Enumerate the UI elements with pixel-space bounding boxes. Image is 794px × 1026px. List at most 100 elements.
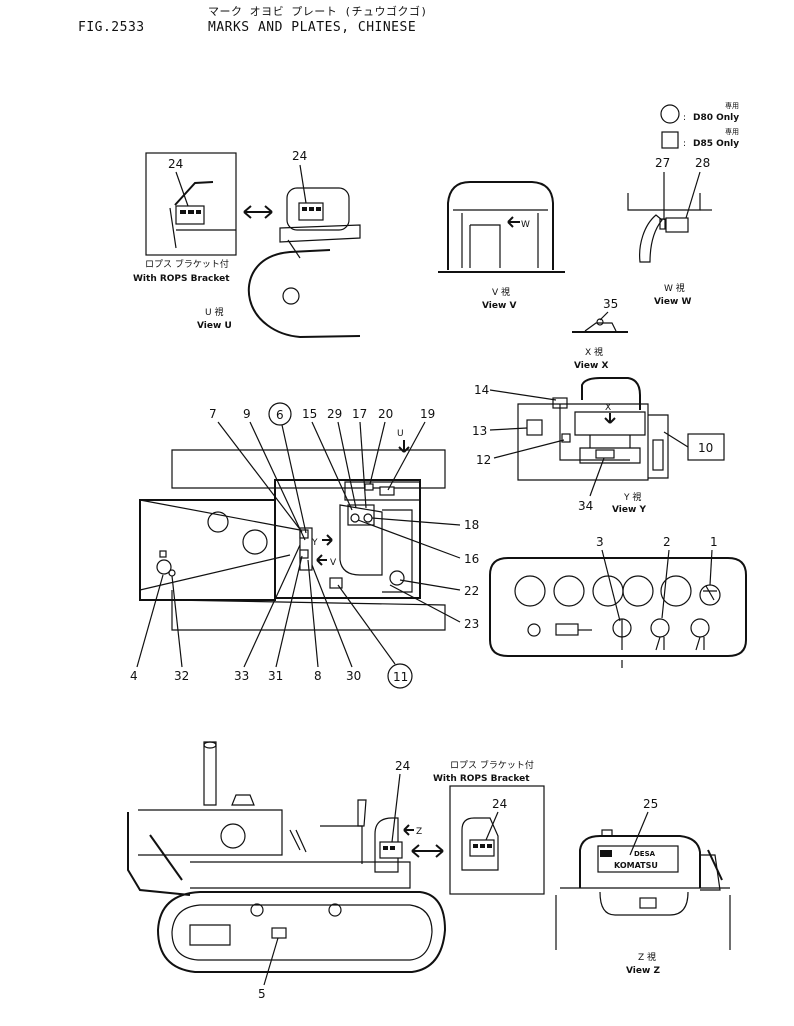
- callout-7: 7: [209, 407, 217, 421]
- callout-27: 27: [655, 156, 670, 170]
- view-z-jp: Z 視: [638, 951, 656, 963]
- figure-number: FIG.2533: [78, 20, 145, 35]
- rops-top-jp: ロプス ブラケット付: [145, 258, 229, 270]
- callout-24-inset: 24: [168, 157, 183, 171]
- callout-11: 11: [393, 670, 408, 684]
- legend-circle-label: D80 Only: [693, 113, 739, 123]
- callout-29: 29: [327, 407, 342, 421]
- callout-6-circle: [268, 402, 292, 426]
- double-arrow-bottom: [411, 844, 444, 858]
- callout-16: 16: [464, 552, 479, 566]
- legend: : D80 Only 専用 : D85 Only 専用: [660, 101, 739, 149]
- plate-28-view-w: [665, 217, 689, 233]
- arrow-v-label: V: [330, 558, 337, 568]
- plate-12-marker: [561, 433, 571, 443]
- callout-8: 8: [314, 669, 322, 683]
- rops-inset-bottom: ロプス ブラケット付 With ROPS Bracket 24: [433, 759, 545, 895]
- view-w-jp: W 視: [664, 282, 685, 294]
- callout-17: 17: [352, 407, 367, 421]
- legend-circle-separator: :: [683, 113, 686, 123]
- view-y: X 14 13 12 10 34 Y 視 View Y: [472, 377, 725, 515]
- callout-11-circle: [387, 663, 413, 689]
- view-x-jp: X 視: [585, 346, 603, 358]
- legend-square-separator: :: [683, 139, 686, 149]
- plate-25-desa: DESA: [634, 850, 656, 858]
- callout-19: 19: [420, 407, 435, 421]
- callout-28: 28: [695, 156, 710, 170]
- plate-13-view-y: [526, 419, 543, 436]
- instrument-panel: 3 2 1: [489, 535, 747, 668]
- callout-14: 14: [474, 383, 489, 397]
- arrow-u-label: U: [397, 429, 404, 439]
- legend-circle-label-jp: 専用: [725, 101, 739, 110]
- callout-24-side: 24: [395, 759, 410, 773]
- view-w-en: View W: [654, 297, 691, 307]
- title-japanese: マーク オヨビ プレート (チュウゴクゴ): [208, 5, 428, 18]
- callout-31: 31: [268, 669, 283, 683]
- plate-25-komatsu: KOMATSU: [614, 861, 658, 870]
- side-view: Z 24 5: [127, 741, 447, 1001]
- arrow-z-label: Z: [416, 827, 422, 837]
- callout-22: 22: [464, 584, 479, 598]
- plate-34-view-y: [595, 449, 615, 459]
- view-v: W V 視 View V: [438, 181, 565, 311]
- callout-32: 32: [174, 669, 189, 683]
- view-v-en: View V: [482, 301, 516, 311]
- plate-19-marker: [379, 486, 395, 496]
- double-arrow-top: [243, 205, 273, 219]
- view-x: 35 X 視 View X: [572, 297, 628, 371]
- view-u: 24 U 視 View U: [197, 149, 361, 339]
- callout-10: 10: [698, 441, 713, 455]
- callout-1: 1: [710, 535, 718, 549]
- callout-15: 15: [302, 407, 317, 421]
- panel-outline: [489, 557, 747, 657]
- view-u-en: View U: [197, 321, 232, 331]
- callout-30: 30: [346, 669, 361, 683]
- legend-square-label-jp: 専用: [725, 127, 739, 136]
- legend-square-symbol: [661, 131, 679, 149]
- view-u-jp: U 視: [205, 306, 223, 318]
- view-v-jp: V 視: [492, 286, 510, 298]
- legend-circle-symbol: [660, 104, 680, 124]
- callout-2: 2: [663, 535, 671, 549]
- callout-13: 13: [472, 424, 487, 438]
- plate-31-marker: [299, 549, 309, 559]
- callout-24-view-u: 24: [292, 149, 307, 163]
- arrow-y-label: Y: [311, 538, 318, 548]
- rops-bottom-en: With ROPS Bracket: [433, 774, 530, 784]
- legend-square-label: D85 Only: [693, 139, 739, 149]
- title-english: MARKS AND PLATES, CHINESE: [208, 20, 417, 35]
- callout-25: 25: [643, 797, 658, 811]
- rops-inset-frame: [145, 152, 237, 256]
- plate-24-inset: [175, 205, 205, 225]
- rops-inset-top: 24 ロプス ブラケット付 With ROPS Bracket: [133, 152, 237, 284]
- callout-12: 12: [476, 453, 491, 467]
- rops-top-en: With ROPS Bracket: [133, 274, 230, 284]
- callout-20: 20: [378, 407, 393, 421]
- callout-18: 18: [464, 518, 479, 532]
- callout-35: 35: [603, 297, 618, 311]
- view-z-en: View Z: [626, 966, 660, 976]
- rops-bottom-frame: [449, 785, 545, 895]
- callout-9: 9: [243, 407, 251, 421]
- view-y-en: View Y: [612, 505, 646, 515]
- arrow-w-label: W: [521, 220, 530, 230]
- view-x-en: View X: [574, 361, 608, 371]
- plate-20-marker: [364, 483, 374, 491]
- callout-24-inset-bottom: 24: [492, 797, 507, 811]
- callout-33: 33: [234, 669, 249, 683]
- view-y-jp: Y 視: [623, 491, 641, 503]
- rops-bottom-jp: ロプス ブラケット付: [450, 759, 534, 771]
- callout-34: 34: [578, 499, 593, 513]
- callout-6: 6: [276, 408, 284, 422]
- main-top-view: Y V U 7 9 6 15 29 17 20 19 18 16 22 23 4: [130, 402, 479, 689]
- arrow-x-label: X: [605, 403, 611, 413]
- plate-24-view-u: [298, 202, 324, 221]
- callout-23: 23: [464, 617, 479, 631]
- callout-3: 3: [596, 535, 604, 549]
- view-w: 27 28 W 視 View W: [627, 156, 712, 307]
- view-z: DESA KOMATSU 25 Z 視 View Z: [555, 797, 731, 976]
- track: [156, 891, 447, 973]
- callout-4: 4: [130, 669, 138, 683]
